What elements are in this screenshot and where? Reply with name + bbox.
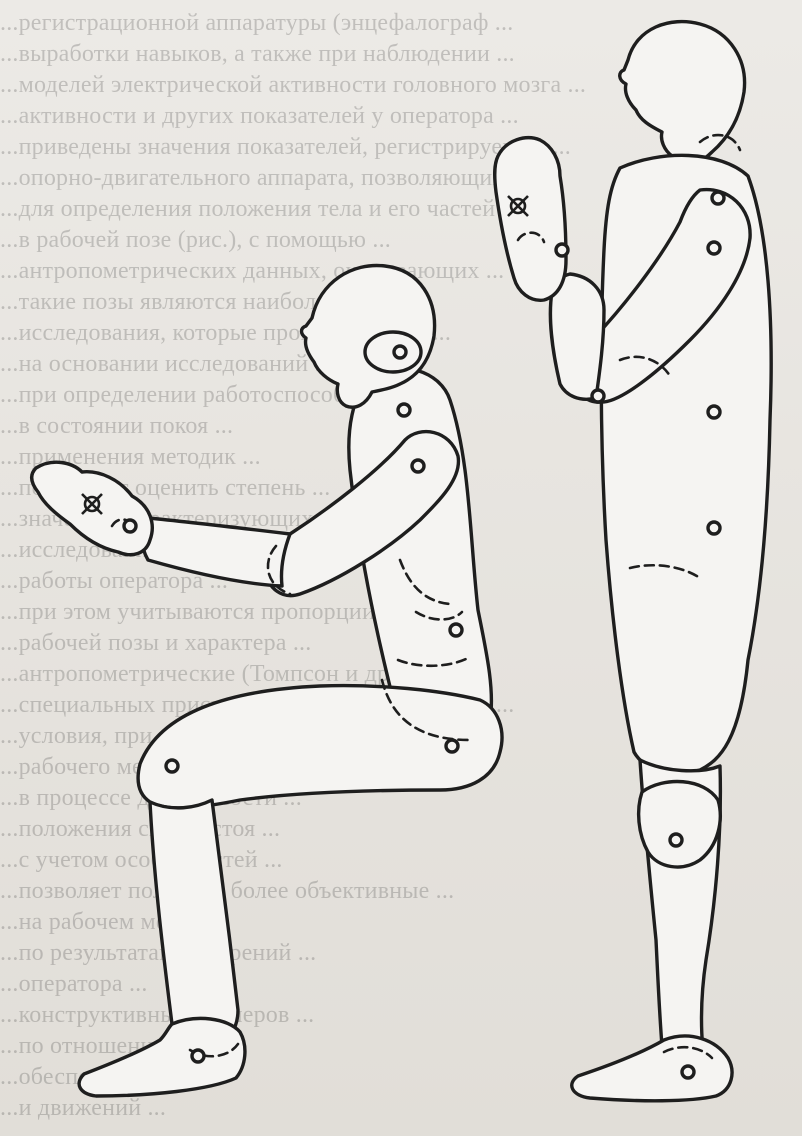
standing-joint-chest xyxy=(708,406,720,418)
standing-knee xyxy=(639,782,721,867)
standing-joint-elbow xyxy=(592,390,604,402)
seated-mannequin xyxy=(32,265,502,1096)
standing-joint-shoulder xyxy=(708,242,720,254)
seated-shin xyxy=(150,800,238,1048)
standing-forearm xyxy=(550,274,604,399)
seated-joint-knee xyxy=(166,760,178,772)
standing-foot xyxy=(572,1036,732,1101)
seated-joint-spine xyxy=(450,624,462,636)
standing-joint-neck xyxy=(712,192,724,204)
standing-hand xyxy=(495,138,566,301)
standing-head xyxy=(620,22,745,167)
standing-joint-ankle xyxy=(682,1066,694,1078)
standing-mannequin xyxy=(495,22,771,1101)
standing-joint-hip xyxy=(708,522,720,534)
seated-joint-wrist xyxy=(124,520,136,532)
seated-joint-neck xyxy=(394,346,406,358)
seated-forearm xyxy=(142,518,290,586)
seated-joint-ankle xyxy=(192,1050,204,1062)
seated-hand xyxy=(32,462,153,554)
seated-joint-elbow xyxy=(412,460,424,472)
seated-joint-shoulder xyxy=(398,404,410,416)
standing-joint-knee xyxy=(670,834,682,846)
standing-joint-wrist xyxy=(556,244,568,256)
seated-joint-hip xyxy=(446,740,458,752)
seated-foot xyxy=(79,1018,245,1096)
